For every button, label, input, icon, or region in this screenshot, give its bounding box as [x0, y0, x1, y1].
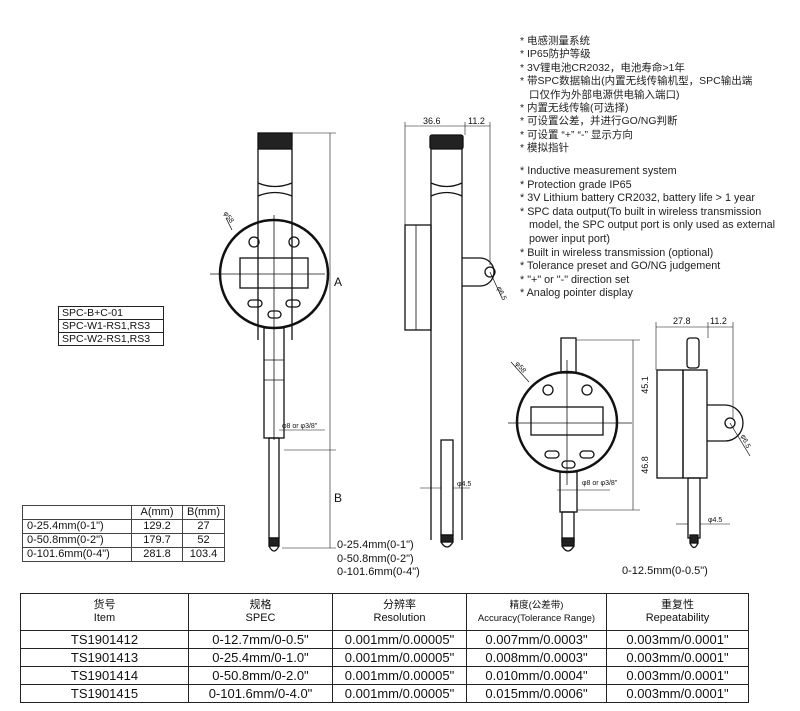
feature-item: * 3V锂电池CR2032，电池寿命>1年: [520, 61, 685, 74]
feature-item: 口仅作为外部电源供电输入端口): [529, 88, 680, 101]
cell: TS1901415: [20, 684, 189, 703]
feature-list-chinese: * 电感测量系统 * IP65防护等级 * 3V锂电池CR2032，电池寿命>1…: [520, 35, 752, 156]
range-label: 0-101.6mm(0-4"): [337, 566, 420, 578]
cell: 0.001mm/0.00005": [332, 666, 467, 685]
front-view-large: [210, 132, 336, 552]
feature-item: * 可设置 “+” “-” 显示方向: [520, 128, 633, 141]
table-header: A(mm)B(mm): [22, 505, 225, 520]
dimension-46-8: 46.8: [639, 456, 650, 474]
cell: 0-101.6mm(0-4"): [22, 547, 132, 562]
tip-diameter-label: φ4.5: [457, 481, 472, 488]
cell: 0.001mm/0.00005": [332, 630, 467, 649]
cell: 0-50.8mm/0-2.0": [188, 666, 333, 685]
cell: 0-12.7mm/0-0.5": [188, 630, 333, 649]
header-cell: B(mm): [182, 505, 225, 520]
feature-item: * Inductive measurement system: [520, 165, 677, 177]
feature-item: power input port): [529, 232, 611, 245]
side-view-large: [404, 122, 503, 548]
cell: TS1901412: [20, 630, 189, 649]
feature-item: * Built in wireless transmission (option…: [520, 246, 714, 259]
cell: 0.003mm/0.0001": [606, 666, 749, 685]
header-cell: A(mm): [131, 505, 183, 520]
feature-item: * 电感测量系统: [520, 35, 591, 47]
feature-item: * 内置无线传输(可选择): [520, 102, 629, 115]
feature-item: * IP65防护等级: [520, 48, 591, 61]
header-cell: [22, 505, 132, 520]
dimension-27-8: 27.8: [673, 316, 691, 326]
feature-item: * 模拟指针: [520, 142, 570, 155]
cell: 179.7: [131, 533, 183, 548]
cell: 0.003mm/0.0001": [606, 684, 749, 703]
feature-item: * Protection grade IP65: [520, 178, 632, 191]
feature-item: model, the SPC output port is only used …: [529, 219, 776, 232]
feature-item: * Tolerance preset and GO/NG judgement: [520, 260, 721, 273]
cell: 129.2: [131, 519, 183, 534]
dimension-36-6: 36.6: [423, 116, 441, 126]
header-accuracy: 精度(公差带)Accuracy(Tolerance Range): [466, 593, 607, 631]
side-view-small: [655, 322, 751, 549]
dimension-label-b: B: [334, 491, 343, 505]
stem-diameter-label: φ8 or φ3/8": [282, 423, 318, 430]
cell: 0.003mm/0.0001": [606, 648, 749, 667]
cell: 0.001mm/0.00005": [332, 648, 467, 667]
cell: 0.007mm/0.0003": [466, 630, 607, 649]
cell: 0.010mm/0.0004": [466, 666, 607, 685]
cell: 0.008mm/0.0003": [466, 648, 607, 667]
back-case: [404, 224, 432, 331]
model-item: SPC-B+C-01: [58, 306, 164, 320]
cell: 27: [182, 519, 225, 534]
model-list: SPC-B+C-01 SPC-W1-RS1,RS3 SPC-W2-RS1,RS3: [58, 306, 164, 346]
cell: 281.8: [131, 547, 183, 562]
feature-item: * 3V Lithium battery CR2032, battery lif…: [520, 192, 755, 205]
feature-item: * Analog pointer display: [520, 287, 633, 300]
feature-item: * "+" or "-" direction set: [520, 273, 630, 286]
cell: 103.4: [182, 547, 225, 562]
dimension-label-a: A: [334, 275, 343, 289]
cell: 0.001mm/0.00005": [332, 684, 467, 703]
cell: 0.015mm/0.0006": [466, 684, 607, 703]
cell: TS1901413: [20, 648, 189, 667]
range-label: 0-50.8mm(0-2"): [337, 552, 414, 565]
model-item: SPC-W1-RS1,RS3: [58, 319, 164, 333]
stem-diameter-label: φ8 or φ3/8": [582, 480, 618, 487]
cell: TS1901414: [20, 666, 189, 685]
cell: 0-50.8mm(0-2"): [22, 533, 132, 548]
range-label: 0-25.4mm(0-1"): [337, 539, 414, 551]
top-cap: [257, 132, 293, 150]
model-item: SPC-W2-RS1,RS3: [58, 332, 164, 346]
cell: 0-101.6mm/0-4.0": [188, 684, 333, 703]
feature-item: * 可设置公差，并进行GO/NG判断: [520, 115, 678, 128]
feature-list-english: * Inductive measurement system * Protect…: [520, 165, 775, 301]
dimension-11-2: 11.2: [468, 116, 485, 126]
dimension-11-2: 11.2: [710, 316, 727, 326]
small-drawing-range: 0-12.5mm(0-0.5"): [622, 565, 708, 577]
feature-item: * 带SPC数据输出(内置无线传输机型，SPC输出端: [520, 75, 753, 88]
tip-diameter-label: φ4.5: [708, 517, 723, 524]
large-drawing-ranges: 0-25.4mm(0-1") 0-50.8mm(0-2") 0-101.6mm(…: [337, 539, 420, 580]
cell: 0.003mm/0.0001": [606, 630, 749, 649]
dimension-45-1: 45.1: [639, 376, 650, 394]
feature-item: * SPC data output(To built in wireless t…: [520, 205, 762, 218]
cell: 52: [182, 533, 225, 548]
mounting-lug: [462, 257, 495, 287]
cell: 0-25.4mm/0-1.0": [188, 648, 333, 667]
front-view-small: [508, 337, 640, 552]
cell: 0-25.4mm(0-1"): [22, 519, 132, 534]
